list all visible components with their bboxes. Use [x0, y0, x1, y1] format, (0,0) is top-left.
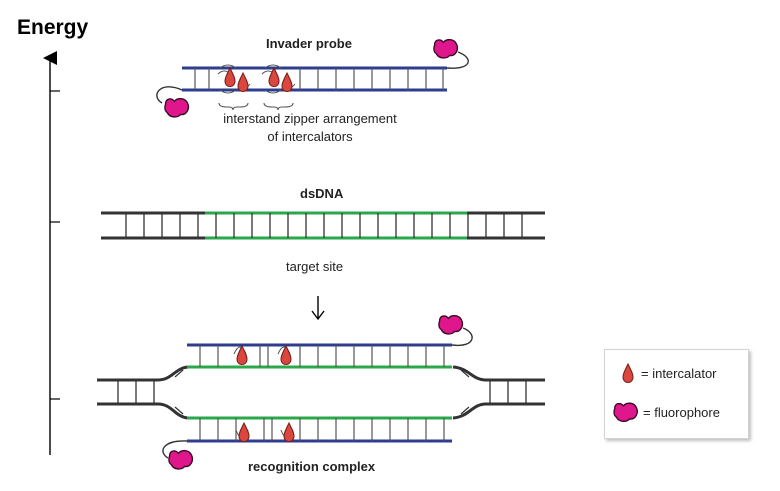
- legend-text-intercalator: = intercalator: [641, 365, 717, 381]
- legend: = intercalator = fluorophore: [604, 349, 749, 439]
- invader-probe: [156, 38, 469, 118]
- dsdna-duplex: [101, 211, 545, 240]
- intercalator-icon: [238, 422, 250, 442]
- energy-axis-label: Energy: [17, 16, 89, 39]
- recognition-complex: [97, 314, 545, 470]
- recognition-complex-title: recognition complex: [248, 459, 376, 474]
- intercalator-icon: [268, 67, 280, 87]
- legend-item-intercalator: = intercalator: [619, 361, 717, 385]
- zipper-annotation-line2: of intercalators: [267, 129, 353, 144]
- fluorophore-icon: [438, 314, 464, 335]
- intercalator-icon: [224, 67, 236, 87]
- fluorophore-icon: [168, 449, 194, 470]
- legend-text-fluorophore: = fluorophore: [643, 404, 720, 420]
- intercalator-icon: [281, 72, 293, 92]
- legend-item-fluorophore: = fluorophore: [613, 400, 720, 424]
- intercalator-icon: [237, 72, 249, 92]
- fluorophore-icon: [164, 97, 190, 118]
- reaction-arrow: [311, 296, 325, 321]
- zipper-annotation-line1: interstand zipper arrangement: [223, 111, 397, 126]
- invader-probe-title: Invader probe: [266, 36, 352, 51]
- energy-axis: [43, 51, 60, 455]
- intercalator-icon: [236, 345, 248, 365]
- intercalator-icon: [280, 345, 292, 365]
- intercalator-icon: [622, 362, 634, 384]
- fluorophore-icon: [613, 402, 638, 423]
- target-site-caption: target site: [286, 259, 344, 274]
- zipper-annotation: interstand zipper arrangement of interca…: [205, 110, 415, 146]
- fluorophore-icon: [433, 38, 459, 59]
- intercalator-icon: [283, 422, 295, 442]
- dsdna-title: dsDNA: [300, 186, 344, 201]
